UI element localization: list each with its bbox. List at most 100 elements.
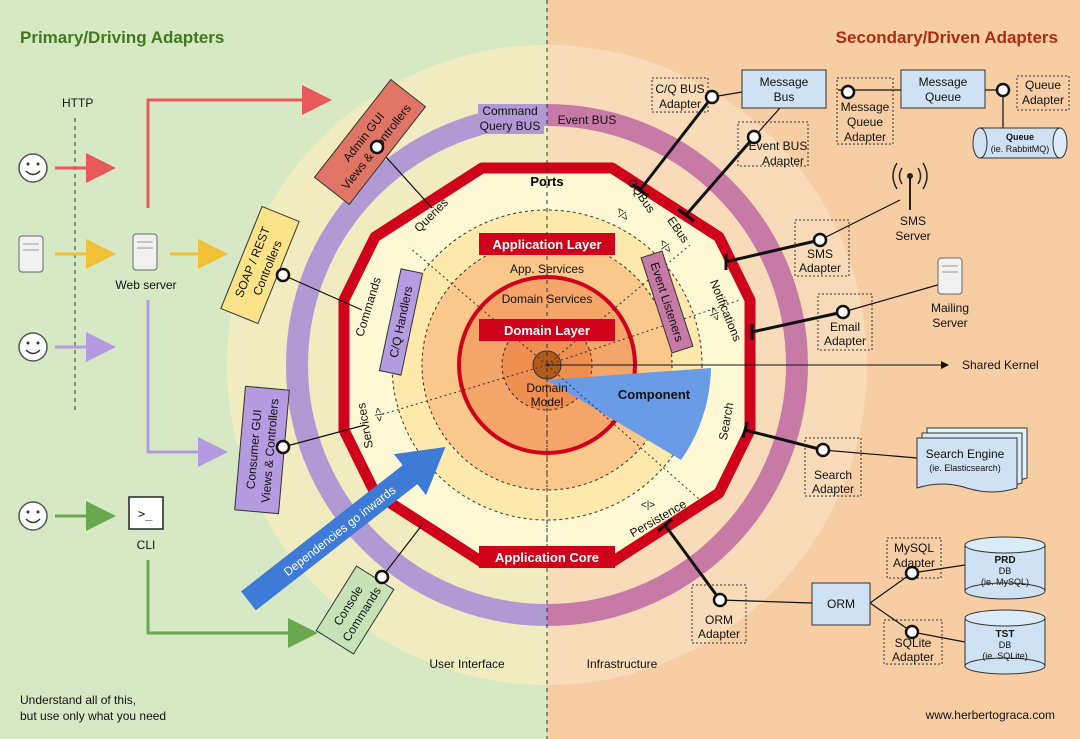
- mysql-adapter-label: MySQL: [894, 541, 934, 555]
- user-interface-label: User Interface: [429, 657, 505, 671]
- command-query-bus-tab: [478, 104, 544, 134]
- user-icon: [18, 501, 48, 531]
- search-engine[interactable]: [916, 427, 1028, 493]
- web-server-label: Web server: [115, 278, 176, 292]
- queue-adapter[interactable]: [1016, 75, 1070, 111]
- domain-model-label: Domain: [526, 381, 567, 395]
- email-adapter-label: Email: [830, 320, 860, 334]
- cli-label: CLI: [137, 538, 156, 552]
- message-queue-label: Message: [919, 75, 968, 89]
- queue-adapter-label: Adapter: [1022, 93, 1064, 107]
- search-port-label: Search: [716, 401, 736, 441]
- cq-bus-adapter-label: C/Q BUS: [655, 82, 704, 96]
- component-wedge: [547, 368, 711, 460]
- shared-kernel-label: Shared Kernel: [962, 358, 1039, 372]
- queue-title: Queue: [1006, 132, 1034, 142]
- port-glyph: <|>: [707, 305, 723, 323]
- website-credit: www.herbertograca.com: [925, 708, 1055, 722]
- domain-layer-banner: [479, 319, 615, 341]
- footer-note-line2: but use only what you need: [20, 709, 166, 723]
- tst-db-label: DB: [999, 640, 1012, 650]
- domain-services-label: Domain Services: [502, 292, 593, 306]
- command-query-bus-ring: [286, 104, 547, 626]
- message-bus-label: Bus: [774, 90, 795, 104]
- domain-layer-label: Domain Layer: [504, 323, 590, 338]
- mailing-server-label: Mailing: [931, 301, 969, 315]
- command-query-bus-label: Query BUS: [480, 119, 541, 133]
- port-glyph: <|>: [373, 406, 386, 422]
- http-label: HTTP: [62, 96, 93, 110]
- orm-adapter-label: ORM: [705, 613, 733, 627]
- prd-db-cylinder: [964, 536, 1046, 600]
- message-bus[interactable]: [741, 69, 827, 109]
- queue-subtitle: (ie. RabbitMQ): [991, 144, 1050, 154]
- mysql-adapter-label: Adapter: [893, 556, 935, 570]
- port-stubs: [631, 182, 754, 533]
- message-queue-adapter-label: Queue: [847, 115, 883, 129]
- sms-adapter-label: SMS: [807, 247, 833, 261]
- mailing-server-icon: [937, 257, 963, 295]
- footer-note-line1: Understand all of this,: [20, 693, 136, 707]
- adapter-plug-dots: [275, 139, 390, 585]
- cli-terminal-icon: [128, 496, 164, 530]
- sms-server-label: Server: [895, 229, 930, 243]
- prd-db-label: DB: [999, 566, 1012, 576]
- tst-db-subtitle: (ie. SQLite): [982, 651, 1028, 661]
- infrastructure-label: Infrastructure: [587, 657, 658, 671]
- message-queue[interactable]: [900, 69, 986, 109]
- event-bus-label: Event BUS: [558, 113, 617, 127]
- application-core-label: Application Core: [495, 550, 599, 565]
- event-bus-adapter-label: Event BUS: [749, 139, 808, 153]
- secondary-adapters-heading: Secondary/Driven Adapters: [836, 28, 1058, 47]
- sqlite-adapter[interactable]: [883, 619, 943, 665]
- queue-adapter-label: Queue: [1025, 78, 1061, 92]
- message-queue-label: Queue: [925, 90, 961, 104]
- application-layer-label: Application Layer: [492, 237, 601, 252]
- sms-server-label: SMS: [900, 214, 926, 228]
- orm-label: ORM: [827, 597, 855, 611]
- consumer-gui-label: Consumer GUI: [244, 409, 265, 490]
- event-bus-adapter[interactable]: [737, 121, 809, 167]
- command-query-bus-label: Command: [482, 104, 537, 118]
- user-icon: [18, 153, 48, 183]
- web-to-consumer-arrow: [146, 300, 228, 467]
- search-adapter-label: Search: [814, 468, 852, 482]
- orm-box[interactable]: [811, 582, 871, 626]
- web-server-icon: [132, 233, 158, 271]
- ports-label: Ports: [530, 174, 563, 189]
- prd-db-title: PRD: [994, 555, 1015, 566]
- sms-adapter[interactable]: [794, 219, 850, 277]
- sqlite-adapter-label: SQLite: [895, 636, 932, 650]
- cq-bus-adapter-label: Adapter: [659, 97, 701, 111]
- orm-adapter-label: Adapter: [698, 627, 740, 641]
- cli-prompt-icon: >_: [138, 507, 153, 521]
- antenna-icon: [892, 162, 928, 210]
- email-adapter-label: Adapter: [824, 334, 866, 348]
- application-core-banner: [479, 546, 615, 568]
- web-to-admin-arrow: [146, 85, 332, 208]
- search-adapter[interactable]: [804, 437, 862, 497]
- sqlite-adapter-label: Adapter: [892, 650, 934, 664]
- prd-db-subtitle: (ie. MySQL): [981, 577, 1029, 587]
- port-glyph: <|>: [641, 500, 655, 511]
- message-bus-label: Message: [760, 75, 809, 89]
- app-services-label: App. Services: [510, 262, 584, 276]
- queue-cylinder: [972, 127, 1068, 159]
- component-label: Component: [618, 387, 691, 402]
- cli-to-console-arrow: [146, 560, 318, 648]
- client-server-icon: [18, 235, 44, 273]
- message-queue-adapter[interactable]: [836, 77, 894, 145]
- tst-db-title: TST: [996, 629, 1015, 640]
- application-layer-banner: [479, 233, 615, 255]
- search-adapter-label: Adapter: [812, 482, 854, 496]
- tst-db-cylinder: [964, 609, 1046, 675]
- user-icon: [18, 332, 48, 362]
- message-queue-adapter-label: Message: [841, 100, 890, 114]
- event-bus-adapter-label: Adapter: [762, 154, 804, 168]
- mailing-server-label: Server: [932, 316, 967, 330]
- search-engine-label: Search Engine: [926, 447, 1005, 461]
- email-adapter[interactable]: [817, 293, 873, 351]
- consumer-gui-adapter[interactable]: Consumer GUI Views & Controllers: [234, 385, 290, 515]
- domain-model-label: Model: [531, 395, 564, 409]
